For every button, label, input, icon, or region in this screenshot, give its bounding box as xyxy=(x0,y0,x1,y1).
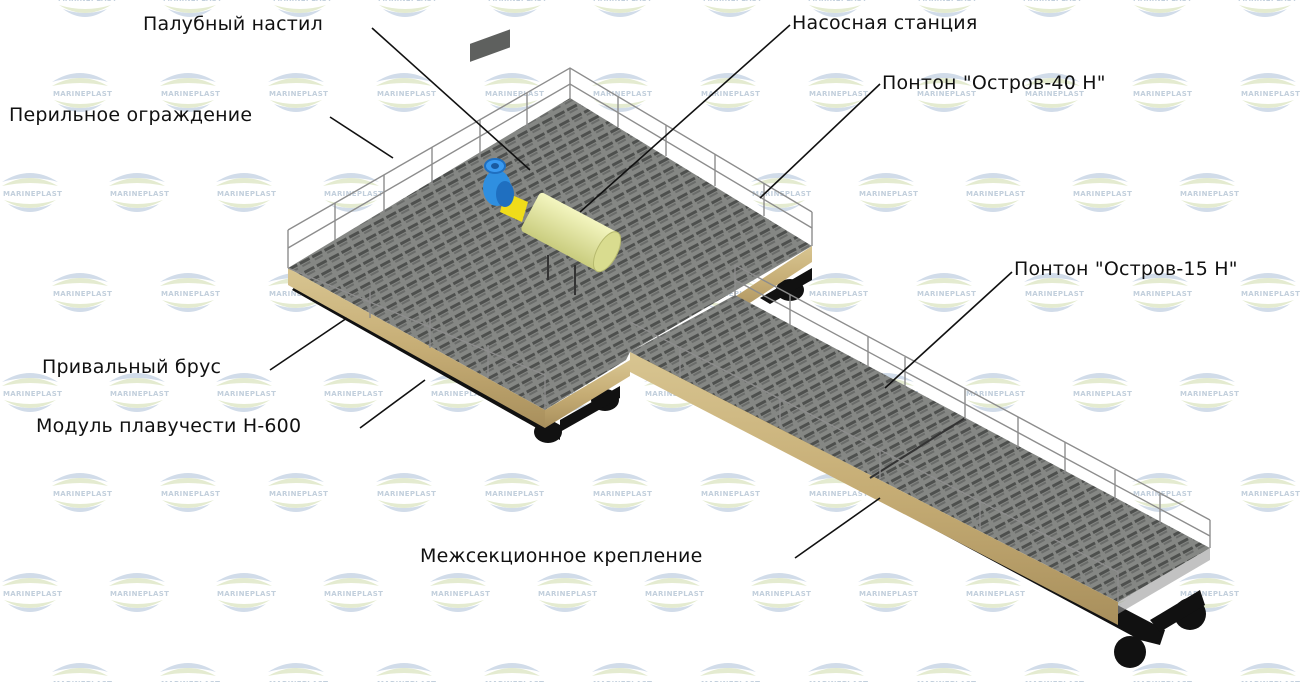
railing xyxy=(287,67,1211,602)
label-railing: Перильное ограждение xyxy=(9,104,253,126)
label-section-connector: Межсекционное крепление xyxy=(420,545,703,567)
label-deck-flooring: Палубный настил xyxy=(143,13,323,35)
leader-deck xyxy=(371,27,531,171)
leader-pontoon40 xyxy=(759,83,881,199)
leader-railing xyxy=(329,116,394,159)
leader-fender xyxy=(269,317,348,371)
leader-lines xyxy=(269,24,1013,559)
leader-pontoon15 xyxy=(884,271,1013,389)
leader-float xyxy=(359,379,426,429)
pontoon-ostrov-15 xyxy=(630,295,1210,625)
label-pontoon-ostrov-40: Понтон "Остров-40 Н" xyxy=(882,72,1106,94)
leader-connector xyxy=(794,497,881,559)
leader-pump xyxy=(579,24,791,213)
label-float-module: Модуль плавучести Н-600 xyxy=(36,415,302,437)
label-pump-station: Насосная станция xyxy=(792,12,978,34)
pump-station xyxy=(470,29,622,295)
pontoon-ostrov-40 xyxy=(288,98,812,428)
label-fender-beam: Привальный брус xyxy=(42,356,222,378)
label-pontoon-ostrov-15: Понтон "Остров-15 Н" xyxy=(1014,258,1238,280)
